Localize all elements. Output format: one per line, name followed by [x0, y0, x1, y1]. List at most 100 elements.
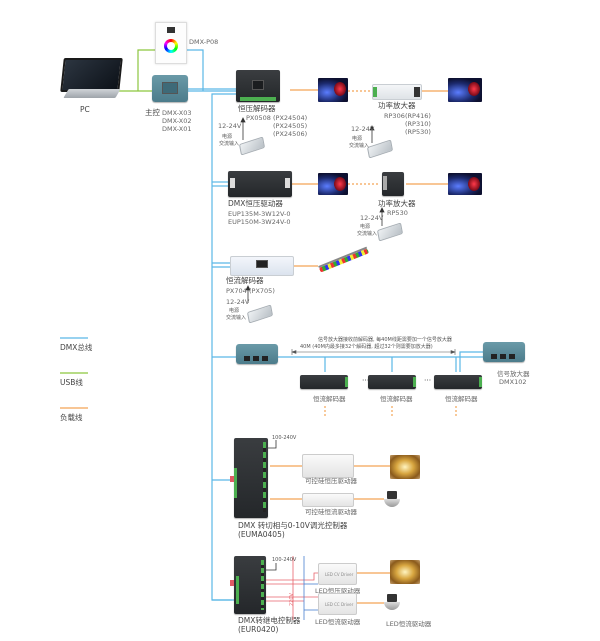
rj45-ports [491, 354, 517, 359]
cc-decoder-unit-1-label: 恒流解码器 [313, 395, 346, 403]
r1-amp-psu-voltage: 12-24V [351, 125, 375, 133]
power-amplifier-device-r1 [372, 84, 422, 100]
r1-psu-voltage: 12-24V [218, 122, 242, 130]
dmx-line-panel [185, 49, 204, 91]
decoder-display [252, 80, 264, 90]
r2-psu-label-1: 电源 [360, 224, 371, 230]
relay-controller-device [230, 556, 266, 614]
signal-repeater-device-left [236, 344, 278, 364]
ellipsis-2: ··· [424, 376, 432, 385]
red-connector [230, 476, 234, 482]
led-cv-driver-device: LED CV Driver [318, 563, 357, 585]
relay-controller-label: DMX转继电控制器 [238, 616, 301, 625]
power-amplifier-device-r2 [382, 172, 404, 196]
output-terminals [261, 560, 264, 610]
cc-decoder-unit-2-label: 恒流解码器 [380, 395, 413, 403]
panel-display [167, 27, 175, 33]
arrow-supply-r6 [266, 563, 277, 571]
terminal-block [413, 377, 416, 387]
r2-psu-voltage: 12-24V [360, 214, 384, 222]
usb-line-to-panel [137, 49, 155, 91]
master-screen [162, 82, 178, 94]
led-cc-driver-label: LED恒流驱动器 [315, 618, 361, 626]
cc-driver-text: LED CC Driver [325, 602, 354, 607]
cc-decoder-unit-2 [368, 375, 416, 389]
master-model-3: DMX-X01 [162, 125, 192, 133]
panel-label: DMX-P08 [189, 38, 219, 46]
r1-amp-model: RP306 [384, 112, 405, 120]
terminal-block [383, 176, 387, 190]
color-wheel-icon [164, 39, 178, 53]
warm-led-image-r6 [390, 560, 420, 584]
cv-driver-model-1: EUP135M-3W12V-0 [228, 210, 291, 218]
legend-dmx-label: DMX总线 [60, 343, 93, 352]
led-lamp-label: LED恒流驱动器 [386, 620, 432, 628]
decoder-display [256, 260, 268, 268]
cc-decoder-model: PX704 [226, 287, 247, 295]
output-terminal [285, 178, 290, 188]
cv-decoder-alt-1: (PX24504) [273, 114, 308, 122]
triac-cv-driver-device [302, 454, 354, 478]
supply-arrows [240, 117, 385, 571]
phase-cut-controller-device [230, 438, 268, 518]
dmx-lines [185, 49, 483, 601]
r6-supply-label: 100-240V [272, 557, 297, 563]
dmx-drop-4 [459, 351, 483, 372]
r1-amp-label: 功率放大器 [378, 101, 416, 110]
r1-amp-alt-3: (RP530) [405, 128, 431, 136]
legend-load-label: 负载线 [60, 413, 83, 422]
signal-repeater-device-right [483, 342, 525, 362]
r1-amp-alt-1: (RP416) [405, 112, 431, 120]
cv-decoder-alt-2: (PX24505) [273, 122, 308, 130]
r1-psu-label-2: 交流输入 [219, 141, 240, 147]
repeater-model: DMX102 [499, 378, 527, 386]
cc-decoder-alt-model: (PX705) [249, 287, 275, 295]
laptop-screen [60, 58, 123, 92]
terminal-block [240, 97, 276, 101]
bus-note-line-2: 40M (40M内最多接32个解码器, 超过32个则需要加放大器) [300, 344, 433, 350]
legend-lines [60, 337, 88, 409]
downlight-image-r6 [384, 594, 400, 610]
laptop-keyboard [63, 89, 121, 98]
cv-decoder-label: 恒压解码器 [238, 104, 276, 113]
arrow-supply-r5 [266, 440, 277, 449]
master-controller-device [152, 75, 188, 102]
cv-driver-model-2: EUP150M-3W24V-0 [228, 218, 291, 226]
ellipsis-1: ··· [362, 376, 370, 385]
cc-decoder-unit-3-label: 恒流解码器 [445, 395, 478, 403]
r2-amp-model: RP530 [387, 209, 408, 217]
master-model-1: DMX-X03 [162, 109, 192, 117]
triac-cc-driver-label: 可控硅恒流驱动器 [305, 508, 357, 516]
usb-lines [118, 49, 155, 92]
r1-amp-alt-2: (RP310) [405, 120, 431, 128]
led-cv-driver-label: LED恒压驱动器 [315, 587, 361, 595]
cv-driver-label: DMX恒压驱动器 [228, 199, 283, 208]
warm-led-image-r5 [390, 455, 420, 479]
cv-decoder-model: PX0508 [246, 114, 271, 122]
dmx-panel-device [155, 22, 187, 64]
repeater-label: 信号放大器 [497, 370, 530, 378]
led-strip-image-r1b [448, 78, 482, 102]
r1-psu-label-1: 电源 [222, 134, 233, 140]
input-terminal [230, 178, 235, 188]
led-strip-image-r2b [448, 173, 482, 195]
terminal-block [373, 87, 377, 97]
bus-note-line-1: 信号放大器接收前解码器, 每40M线距需要加一个信号放大器 [318, 337, 452, 343]
rj45-ports [244, 356, 270, 361]
r6-bus-voltage: 220V [289, 593, 295, 606]
r3-psu-voltage: 12-24V [226, 298, 250, 306]
phase-cut-controller-model: (EUMA0405) [238, 530, 285, 539]
cc-decoder-unit-1 [300, 375, 348, 389]
master-label: 主控 [145, 108, 160, 117]
cc-decoder-unit-3 [434, 375, 482, 389]
cv-driver-device [228, 171, 292, 197]
phase-cut-controller-label: DMX 转切相与0-10V调光控制器 [238, 521, 348, 530]
red-connector [230, 580, 234, 586]
master-model-2: DMX-X02 [162, 117, 192, 125]
output-terminals [263, 442, 266, 512]
r2-psu-label-2: 交流输入 [357, 231, 378, 237]
pc-label: PC [80, 105, 90, 114]
r3-psu-label-1: 电源 [229, 308, 240, 314]
cv-decoder-device [236, 70, 280, 102]
